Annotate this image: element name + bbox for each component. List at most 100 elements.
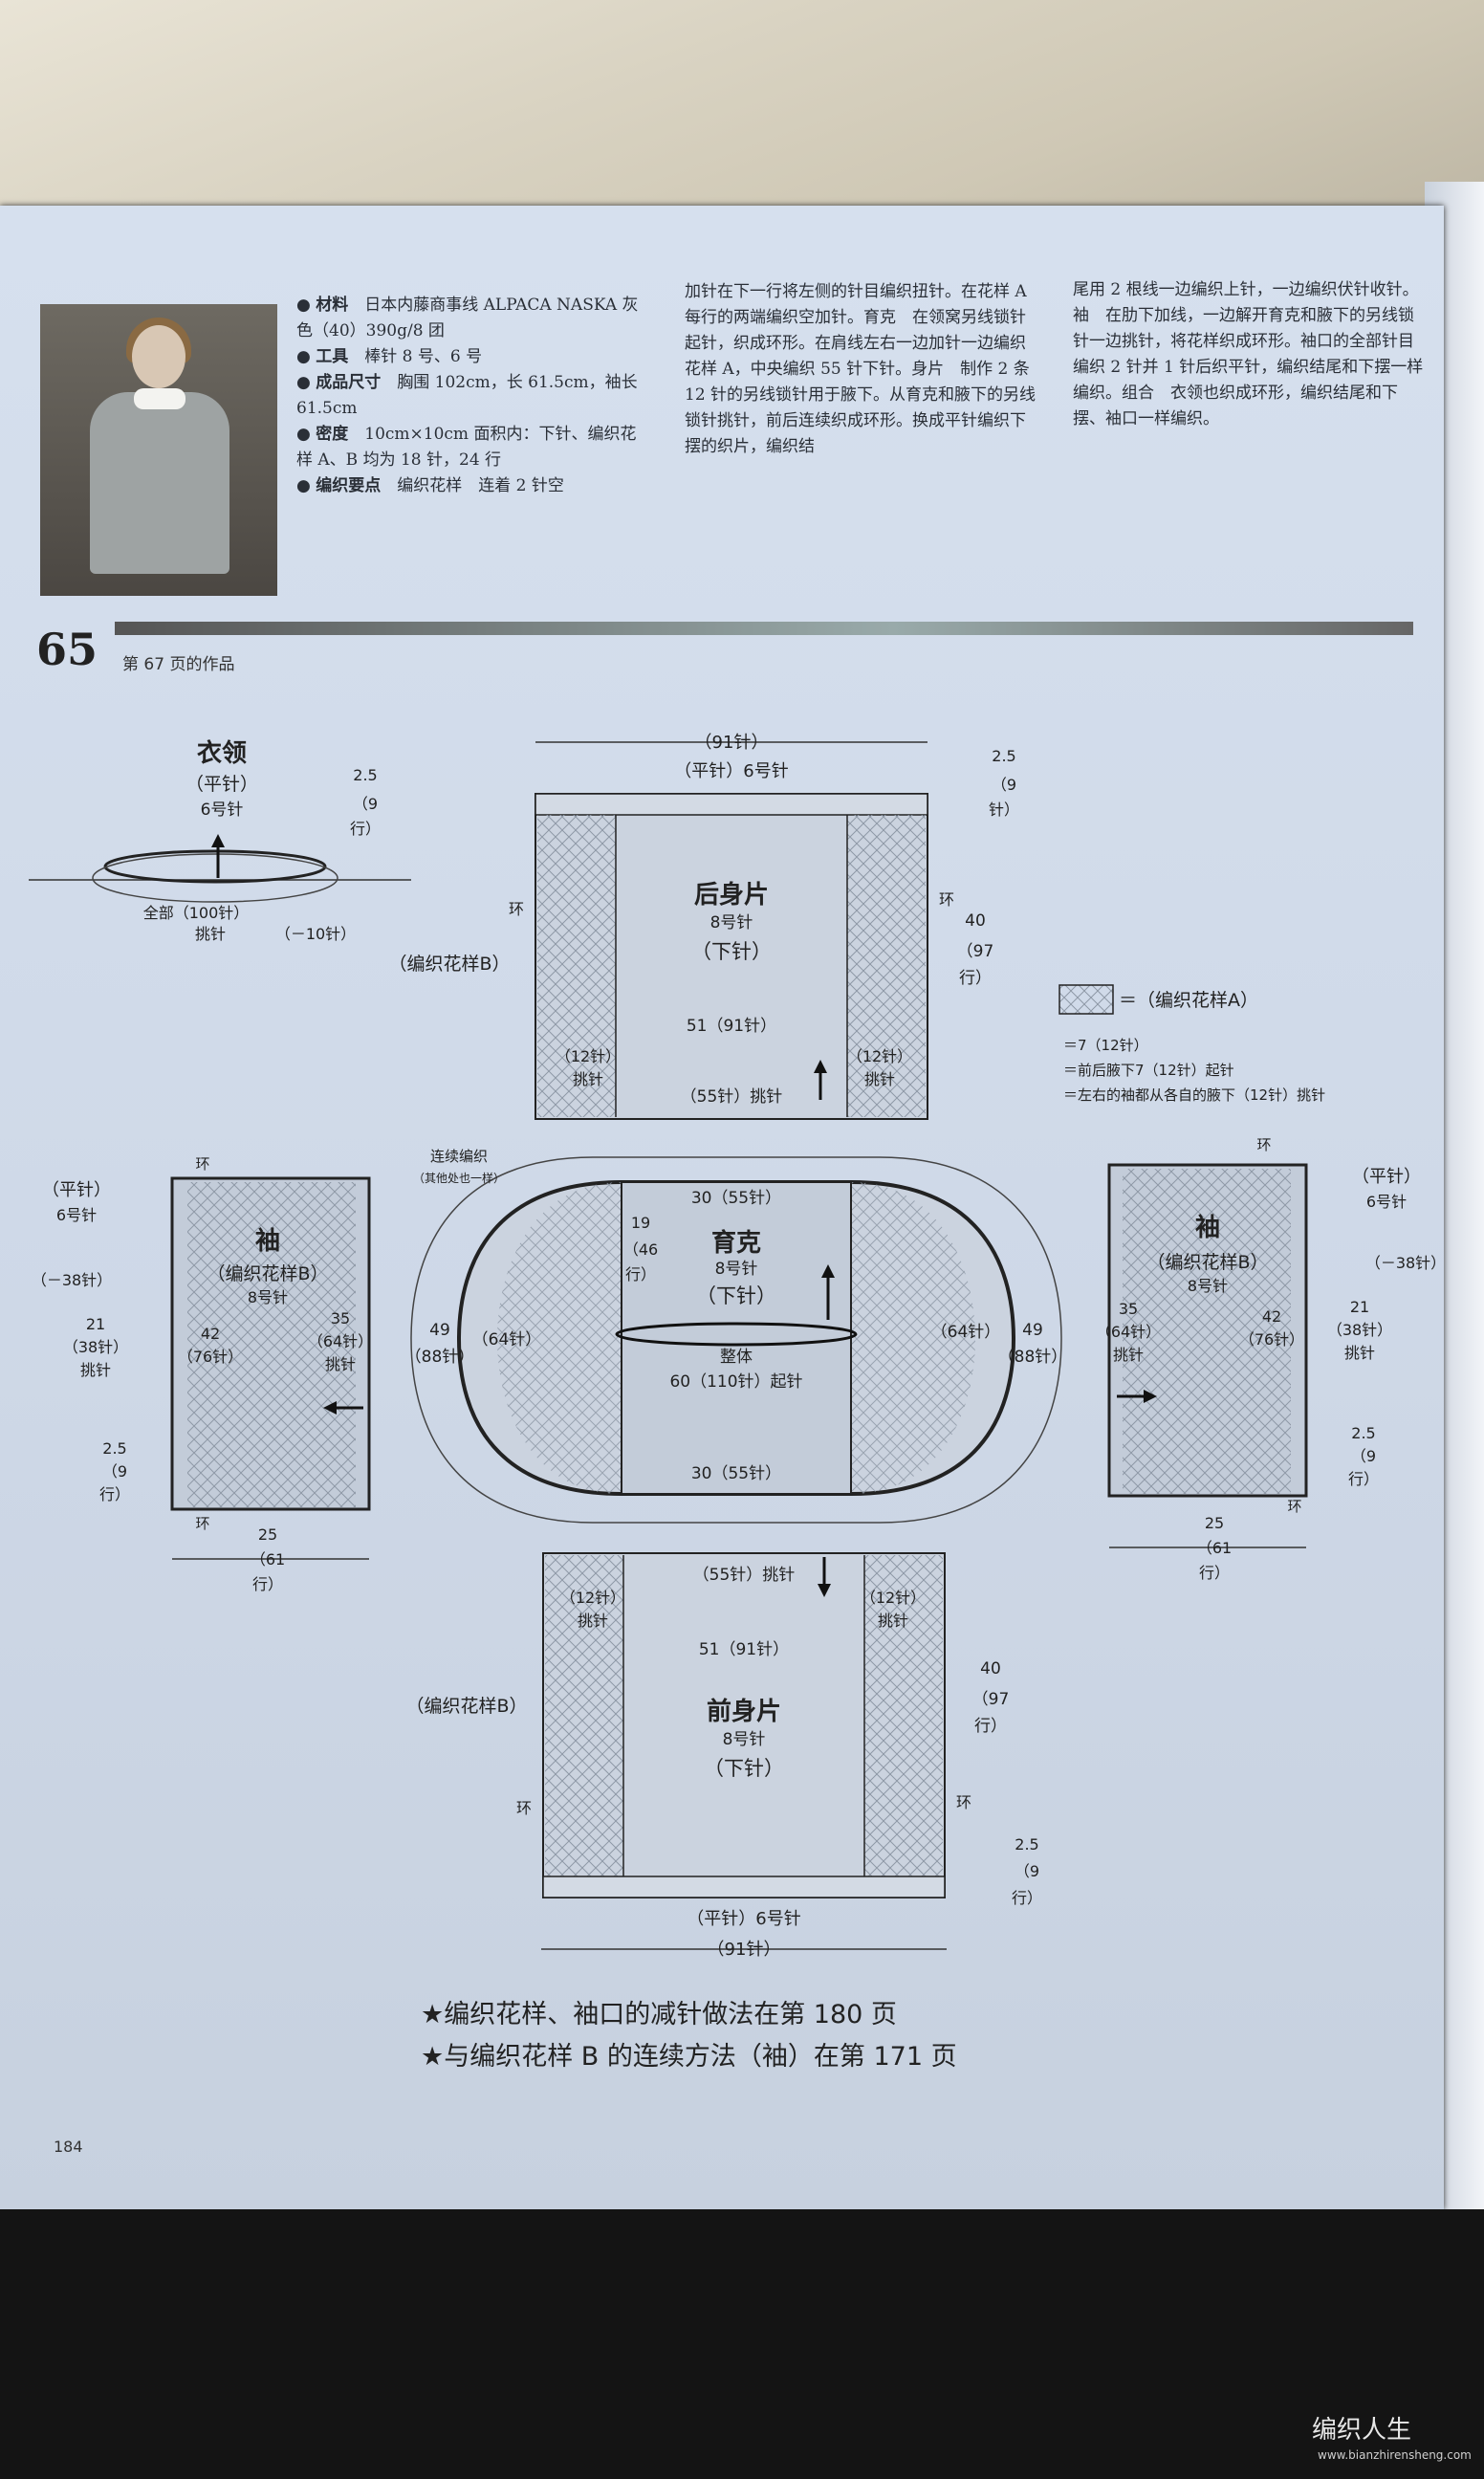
front-h2: （9 [1015, 1862, 1039, 1880]
back-l2: （97 [957, 942, 994, 961]
back-mid: （55针）挑针 [681, 1087, 783, 1107]
page-number: 184 [54, 2138, 83, 2156]
ls-w1: 25 [258, 1525, 277, 1544]
front-ring-right: 环 [956, 1793, 971, 1811]
collar-dec: （－10针） [275, 925, 356, 943]
front-side-right-b: 挑针 [878, 1612, 908, 1630]
rs-a3: 挑针 [1344, 1344, 1375, 1362]
back-side-right: （12针） [847, 1047, 912, 1065]
sweater-shape [90, 392, 229, 574]
legend-d: ＝7（12针） [1063, 1037, 1148, 1054]
collar-diagram: 衣领 （平针） 6号针 全部（100针） 挑针 （－10针） 2.5 （9 行） [29, 738, 411, 943]
watermark-logo: 编织人生 [1312, 2416, 1412, 2445]
back-top: （91针） [695, 733, 769, 753]
value-gauge: 10cm×10cm 面积内：下针、编织花样 A、B 均为 18 针，24 行 [296, 425, 637, 470]
legend-a: ＝（编织花样A） [1119, 990, 1258, 1011]
rs-h2: （9 [1351, 1447, 1376, 1465]
materials-column: ● 材料 日本内藤商事线 ALPACA NASKA 灰色（40）390g/8 团… [296, 296, 639, 495]
back-h3: 针） [989, 801, 1019, 819]
legend: ＝（编织花样A） ＝7（12针） ＝前后腋下7（12针）起针 ＝左右的袖都从各自… [1058, 984, 1325, 1104]
rs-a2: （38针） [1327, 1321, 1392, 1339]
rs-dec: （－38针） [1365, 1254, 1446, 1272]
section-rule [115, 622, 1413, 635]
ls-a2: （38针） [63, 1338, 128, 1356]
ls-bneedle: 6号针 [56, 1206, 97, 1224]
yoke-v2: （46 [623, 1240, 658, 1259]
front-ring-left: 环 [516, 1799, 532, 1817]
note-2: ★与编织花样 B 的连续方法（袖）在第 171 页 [421, 2042, 957, 2072]
back-border: （平针）6号针 [674, 761, 788, 781]
ls-w3: 行） [252, 1575, 283, 1593]
ls-h2: （9 [102, 1462, 127, 1481]
rs-w2: （61 [1197, 1539, 1232, 1557]
rs-needle: 8号针 [1188, 1277, 1228, 1295]
yoke-v1: 19 [631, 1214, 650, 1232]
left-sleeve-diagram: 袖 （编织花样B） 8号针 （平针） 6号针 （－38针） 21 （38针） 挑… [32, 1155, 373, 1593]
front-side-left-b: 挑针 [578, 1612, 608, 1630]
ls-ring-top: 环 [195, 1155, 209, 1173]
rs-w1: 25 [1205, 1514, 1224, 1532]
yoke-right-mid: （64针） [931, 1323, 1001, 1342]
back-l1: 40 [965, 911, 986, 931]
ls-b2: （76针） [178, 1348, 243, 1366]
yoke-right-l2: （88针） [998, 1348, 1068, 1367]
collar-all: 全部（100针） [143, 904, 250, 922]
label-gauge: 密度 [316, 425, 349, 444]
front-body-diagram: （55针）挑针 （12针） 挑针 （12针） 挑针 51（91针） 前身片 8号… [405, 1552, 1042, 1960]
back-l3: 行） [959, 969, 992, 988]
front-side-right: （12针） [861, 1589, 926, 1607]
rs-bneedle: 6号针 [1366, 1193, 1407, 1211]
collar-pick: 挑针 [195, 925, 226, 943]
back-h1: 2.5 [992, 747, 1015, 765]
value-tools: 棒针 8 号、6 号 [364, 347, 483, 366]
ls-c1: 35 [331, 1309, 350, 1327]
ls-title: 袖 [255, 1226, 280, 1256]
yoke-diagram: 30（55针） 育克 8号针 （下针） 整体 60（110针）起针 30（55针… [405, 1148, 1068, 1524]
back-h2: （9 [992, 776, 1016, 794]
ls-dec: （－38针） [32, 1271, 112, 1289]
back-width: 51（91针） [687, 1017, 776, 1036]
front-title: 前身片 [707, 1697, 781, 1726]
collar-r2: （9 [353, 795, 378, 813]
rs-w3: 行） [1199, 1564, 1230, 1582]
rs-c2: （64针） [1096, 1323, 1161, 1341]
front-h1: 2.5 [1015, 1835, 1038, 1854]
value-materials: 日本内藤商事线 ALPACA NASKA 灰色（40）390g/8 团 [296, 296, 639, 340]
dark-background [0, 2209, 1484, 2479]
label-points: 编织要点 [316, 476, 382, 495]
collar-title: 衣领 [197, 738, 247, 768]
ls-pattern: （编织花样B） [207, 1263, 328, 1284]
back-body-diagram: （91针） （平针）6号针 后身片 8号针 （下针） 51（91针） （55针）… [388, 733, 1019, 1120]
rs-title: 袖 [1195, 1213, 1220, 1242]
yoke-cont1: 连续编织 [430, 1148, 488, 1165]
pattern-number: 65 [36, 624, 98, 675]
yoke-bottom: 30（55针） [691, 1464, 781, 1483]
rs-c1: 35 [1119, 1300, 1138, 1318]
ls-h3: 行） [99, 1485, 130, 1503]
rs-h1: 2.5 [1351, 1424, 1375, 1442]
collar-r1: 2.5 [353, 766, 377, 784]
rs-border: （平针） [1352, 1167, 1421, 1187]
rs-b2: （76针） [1239, 1330, 1304, 1349]
label-size: 成品尺寸 [316, 373, 382, 392]
back-ring-left: 环 [509, 900, 524, 918]
front-l2: （97 [972, 1690, 1010, 1709]
front-l1: 40 [980, 1659, 1001, 1678]
yoke-title: 育克 [711, 1228, 761, 1258]
front-pattern-label: （编织花样B） [405, 1696, 527, 1717]
ls-a3: 挑针 [80, 1361, 111, 1379]
collar-sub2: 6号针 [201, 801, 244, 820]
rs-ring-top: 环 [1256, 1136, 1271, 1153]
ls-c3: 挑针 [325, 1355, 356, 1373]
back-ring-right: 环 [939, 890, 954, 909]
back-side-left: （12针） [556, 1047, 621, 1065]
back-title: 后身片 [694, 880, 769, 910]
rs-b1: 42 [1262, 1307, 1281, 1326]
rs-a1: 21 [1350, 1298, 1369, 1316]
yoke-stitch: （下针） [696, 1284, 776, 1307]
collar-r3: 行） [350, 820, 381, 838]
yoke-cast: 60（110针）起针 [669, 1372, 802, 1392]
collar-sub1: （平针） [186, 774, 258, 795]
legend-e: ＝前后腋下7（12针）起针 [1063, 1062, 1234, 1079]
